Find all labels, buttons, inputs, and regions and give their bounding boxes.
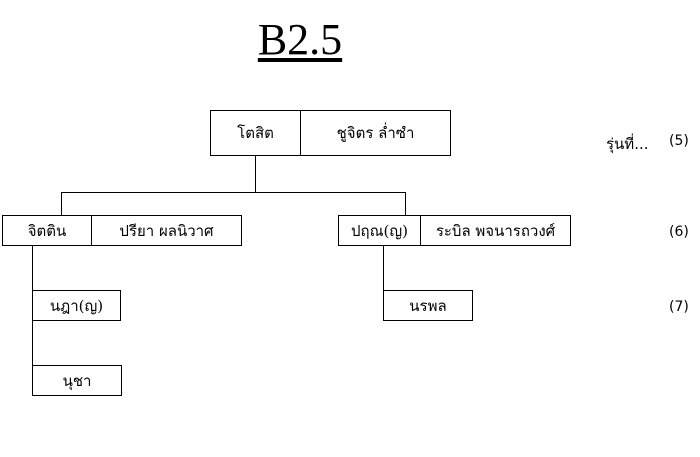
child-1-person-name: จิตติน bbox=[27, 221, 67, 240]
generation-7-number: (7) bbox=[669, 299, 689, 315]
child-2-person-box: ปฤณ(ญ) bbox=[338, 215, 421, 246]
child-2-spouse-box: ระบิล พจนารถวงศ์ bbox=[420, 215, 571, 246]
page-title: B2.5 bbox=[257, 15, 343, 64]
right-descendant-vertical bbox=[383, 245, 384, 305]
root-spouse-name: ชูจิตร ล่ำซำ bbox=[336, 124, 415, 142]
root-person-box: โตสิต bbox=[210, 110, 301, 156]
right-branch-connector bbox=[405, 192, 406, 216]
generation-label: รุ่นที่... bbox=[606, 135, 649, 153]
child-1-spouse-box: ปรียา ผลนิวาศ bbox=[91, 215, 242, 246]
generation-6-number: (6) bbox=[669, 224, 689, 240]
left-branch-connector bbox=[61, 192, 62, 216]
grandchild-1-name: นฎา(ญ) bbox=[49, 296, 104, 315]
root-down-connector bbox=[255, 155, 256, 193]
grandchild-2-name: นุชา bbox=[62, 371, 92, 390]
root-person-name: โตสิต bbox=[237, 124, 274, 142]
grandchild-3-name: นรพล bbox=[409, 296, 447, 315]
child-1-spouse-name: ปรียา ผลนิวาศ bbox=[119, 221, 214, 240]
grandchild-3-box: นรพล bbox=[383, 290, 473, 321]
child-1-person-box: จิตติน bbox=[2, 215, 92, 246]
child-2-spouse-name: ระบิล พจนารถวงศ์ bbox=[435, 221, 556, 240]
grandchild-2-box: นุชา bbox=[32, 365, 122, 396]
sibling-horizontal-connector bbox=[61, 192, 406, 193]
generation-5-number: (5) bbox=[669, 133, 689, 149]
child-2-person-name: ปฤณ(ญ) bbox=[350, 221, 408, 240]
root-spouse-box: ชูจิตร ล่ำซำ bbox=[300, 110, 451, 156]
grandchild-1-box: นฎา(ญ) bbox=[32, 290, 121, 321]
